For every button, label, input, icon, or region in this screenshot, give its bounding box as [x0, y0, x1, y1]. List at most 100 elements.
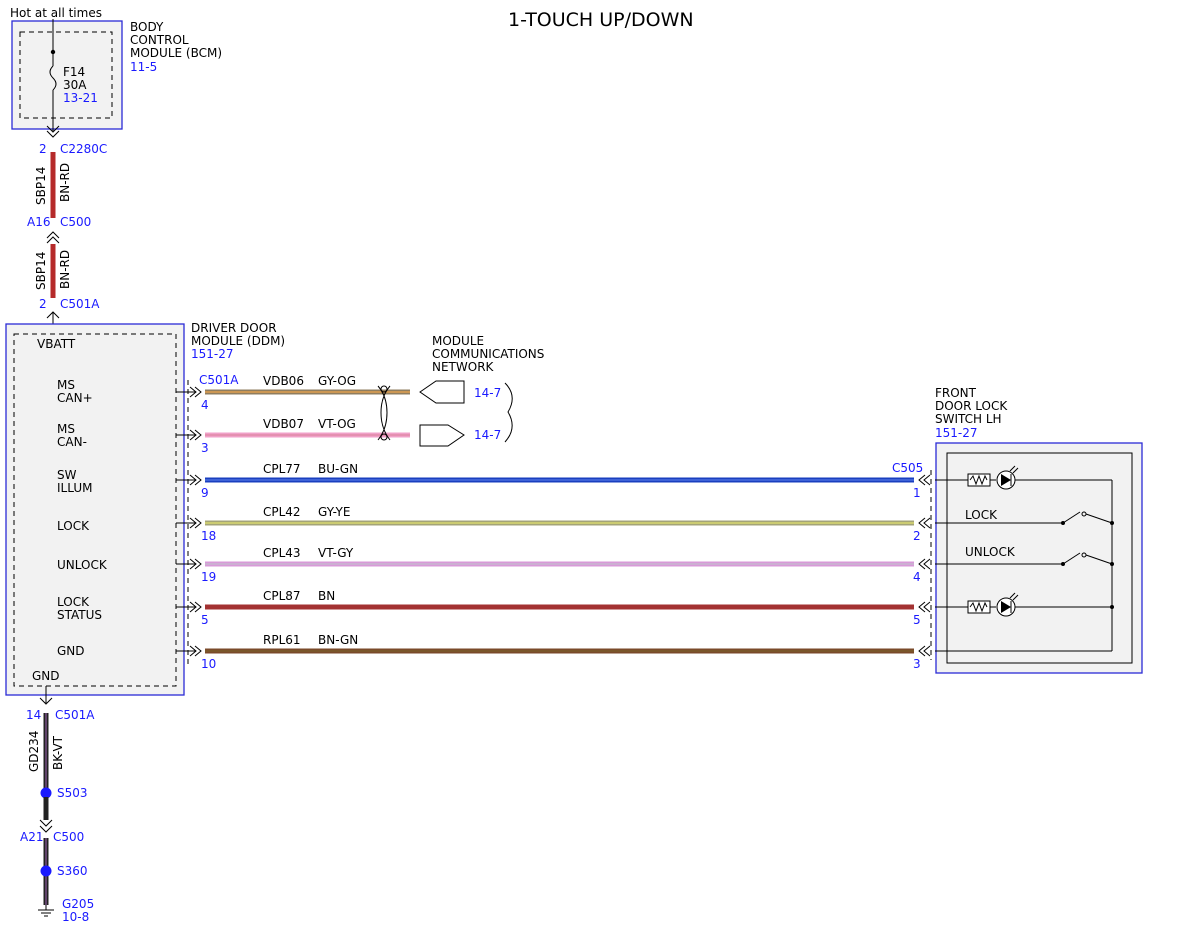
wire-color-cpl42: GY-YE — [318, 505, 350, 519]
bcm-box — [11, 20, 123, 130]
wire-ddm-pin-vdb07: 3 — [201, 441, 209, 455]
ddm-gnd-label: GND — [32, 669, 60, 683]
wire-circuit-vdb07: VDB07 — [263, 417, 304, 431]
ddm-box — [5, 323, 185, 696]
ddm-dashed-outline — [13, 333, 177, 687]
ddm-pin-label-ms-can-plus-2: CAN+ — [57, 391, 93, 405]
switch-name-line-2: DOOR LOCK — [935, 399, 1008, 413]
wire-switch-pin-cpl77: 1 — [913, 486, 921, 500]
gnd-c500-pin: A21 — [20, 830, 43, 844]
wire-ddm-pin-cpl77: 9 — [201, 486, 209, 500]
ddm-pin-connector-icon-cpl77 — [189, 474, 202, 486]
ddm-ref: 151-27 — [191, 347, 234, 361]
wire-ddm-pin-rpl61: 10 — [201, 657, 216, 671]
diagram-title: 1-TOUCH UP/DOWN — [508, 9, 694, 31]
gnd-seg-circuit: GD234 — [27, 731, 41, 772]
ddm-name-line-2: MODULE (DDM) — [191, 334, 285, 348]
c501a-feed-connector: C501A — [60, 297, 100, 311]
wire-circuit-cpl42: CPL42 — [263, 505, 301, 519]
c2280c-connector: C2280C — [60, 142, 107, 156]
wire-circuit-vdb06: VDB06 — [263, 374, 304, 388]
wire-switch-pin-cpl42: 2 — [913, 529, 921, 543]
network-ref-can-plus: 14-7 — [474, 386, 501, 400]
switch-pin-connector-icon-cpl87 — [918, 601, 931, 613]
switch-ground-row — [935, 480, 1113, 652]
network-brace-icon — [504, 382, 513, 443]
feed-seg2-circuit: SBP14 — [34, 252, 48, 290]
c501a-gnd-connector-icon — [39, 697, 53, 705]
c500-pin: A16 — [27, 215, 50, 229]
wire-circuit-cpl77: CPL77 — [263, 462, 301, 476]
feed-seg1-circuit: SBP14 — [34, 167, 48, 205]
switch-illum-led-row — [935, 465, 1112, 490]
ddm-pin-connector-icon-cpl43 — [189, 558, 202, 570]
switch-lock-row — [935, 511, 1114, 525]
ddm-name-line-1: DRIVER DOOR — [191, 321, 277, 335]
fuse-rating: 30A — [63, 78, 87, 92]
gnd-seg-color: BK-VT — [51, 735, 65, 770]
wire-ddm-pin-vdb06: 4 — [201, 398, 209, 412]
ddm-pin-label-sw-illum-2: ILLUM — [57, 481, 92, 495]
bcm-dashed-outline — [19, 31, 113, 119]
c2280c-connector-icon — [46, 125, 60, 138]
ddm-pin-label-lock: LOCK — [57, 519, 90, 533]
switch-lock-label: LOCK — [965, 508, 998, 522]
fuse-icon — [49, 65, 57, 91]
c500-gnd-connector-icon — [39, 819, 53, 833]
ddm-pin-connector-icon-vdb06 — [189, 386, 202, 398]
ground-icon — [38, 909, 54, 917]
switch-pin-connector-icon-rpl61 — [918, 645, 931, 657]
switch-connector-c505: C505 — [892, 461, 923, 475]
c2280c-pin: 2 — [39, 142, 47, 156]
switch-ref: 151-27 — [935, 426, 978, 440]
fuse-name: F14 — [63, 65, 85, 79]
ddm-pin-label-ms-can-plus-1: MS — [57, 378, 75, 392]
bcm-name-line-2: CONTROL — [130, 33, 189, 47]
c501a-feed-pin: 2 — [39, 297, 47, 311]
lock-switch-icon — [1062, 511, 1081, 524]
switch-unlock-row — [935, 552, 1114, 566]
bcm-node — [50, 49, 56, 55]
ground-point-label: G205 — [62, 897, 94, 911]
ddm-vbatt-label: VBATT — [37, 337, 76, 351]
wire-circuit-cpl43: CPL43 — [263, 546, 301, 560]
bcm-name-line-3: MODULE (BCM) — [130, 46, 222, 60]
splice-s360-icon — [40, 865, 52, 877]
wire-color-vdb06: GY-OG — [318, 374, 356, 388]
network-can-minus-connector-icon — [419, 424, 465, 447]
c500-connector-icon — [46, 231, 60, 244]
switch-pin-connector-icon-cpl42 — [918, 517, 931, 529]
ddm-pin-connector-icon-rpl61 — [189, 645, 202, 657]
network-name-line-3: NETWORK — [432, 360, 495, 374]
splice-s503-icon — [40, 787, 52, 799]
ddm-pin-label-lock-status-2: STATUS — [57, 608, 102, 622]
bcm-name-line-1: BODY — [130, 20, 164, 34]
switch-unlock-label: UNLOCK — [965, 545, 1016, 559]
gnd-c501a-pin: 14 — [26, 708, 41, 722]
switch-status-led-row — [935, 592, 1114, 617]
gnd-c501a-connector: C501A — [55, 708, 95, 722]
ddm-pin-label-ms-can-minus-1: MS — [57, 422, 75, 436]
splice-s360-label: S360 — [57, 864, 88, 878]
ddm-pin-label-sw-illum-1: SW — [57, 468, 77, 482]
feed-seg1-color: BN-RD — [58, 163, 72, 202]
wire-color-rpl61: BN-GN — [318, 633, 358, 647]
wire-color-cpl43: VT-GY — [318, 546, 354, 560]
ddm-pin-label-unlock: UNLOCK — [57, 558, 108, 572]
switch-pin-connector-icon-cpl43 — [918, 558, 931, 570]
ddm-pin-connector-icon-vdb07 — [189, 429, 202, 441]
switch-name-line-1: FRONT — [935, 386, 977, 400]
network-name-line-2: COMMUNICATIONS — [432, 347, 544, 361]
wire-circuit-rpl61: RPL61 — [263, 633, 301, 647]
twist-end-top — [380, 385, 388, 393]
twist-end-bottom — [380, 433, 388, 441]
switch-module-inner — [946, 452, 1133, 664]
wire-color-cpl77: BU-GN — [318, 462, 358, 476]
gnd-c500-connector: C500 — [53, 830, 84, 844]
wire-switch-pin-cpl43: 4 — [913, 570, 921, 584]
ground-ref: 10-8 — [62, 910, 89, 924]
ddm-connector-c501a: C501A — [199, 373, 239, 387]
ddm-pin-label-ms-can-minus-2: CAN- — [57, 435, 87, 449]
ddm-pin-label-lock-status-1: LOCK — [57, 595, 90, 609]
